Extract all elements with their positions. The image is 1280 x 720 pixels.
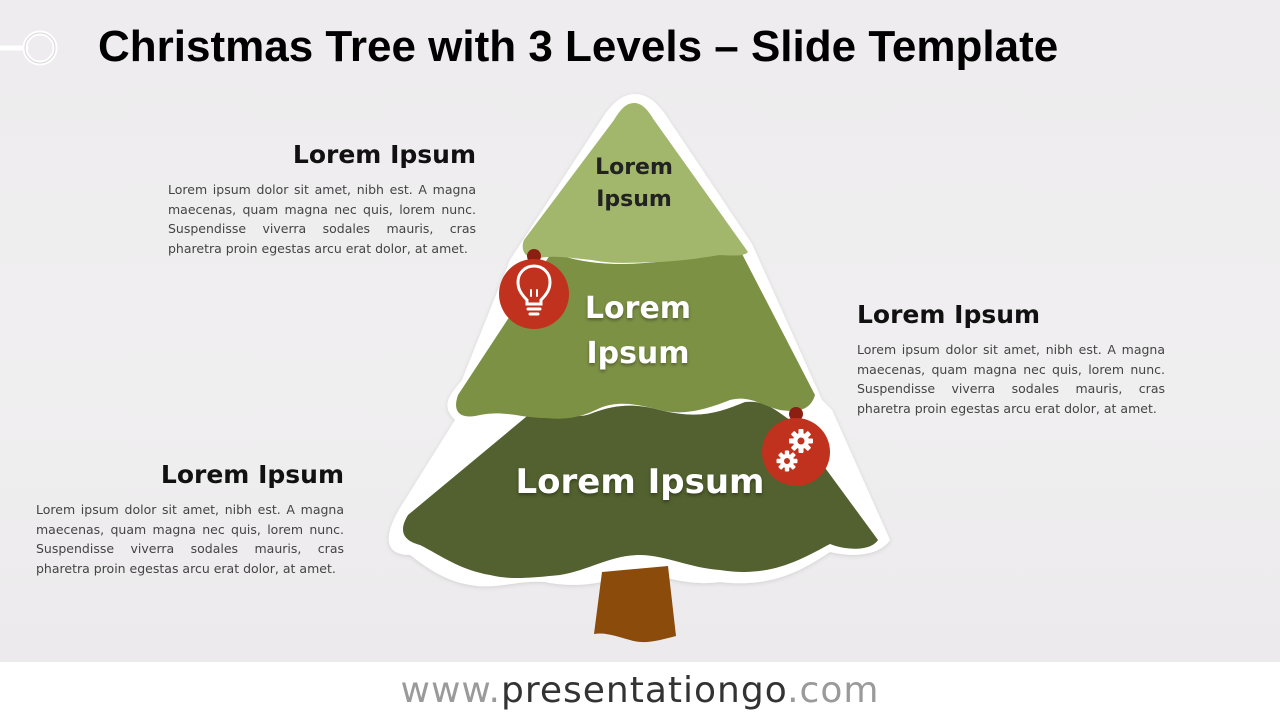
tree-trunk <box>594 566 676 643</box>
text-block-body: Lorem ipsum dolor sit amet, nibh est. A … <box>168 182 476 256</box>
footer-prefix: www. <box>400 670 501 711</box>
text-block-right: Lorem Ipsum Lorem ipsum dolor sit amet, … <box>857 300 1165 418</box>
tier-middle-label-line2: Ipsum <box>586 336 690 371</box>
tier-middle-label-line1: Lorem <box>584 291 692 326</box>
text-block-bottom-left: Lorem Ipsum Lorem ipsum dolor sit amet, … <box>36 460 344 578</box>
ornament-lightbulb <box>499 249 569 329</box>
footer-suffix: .com <box>787 670 880 711</box>
tier-top-label: Lorem Ipsum <box>564 152 704 216</box>
tree-tier-bottom <box>403 401 878 579</box>
text-block-top-left: Lorem Ipsum Lorem ipsum dolor sit amet, … <box>168 140 476 258</box>
tree-tier-top <box>522 103 748 263</box>
text-block-heading: Lorem Ipsum <box>160 460 344 489</box>
footer-website: www.presentationgo.com <box>0 662 1280 720</box>
ornament-gears <box>762 407 830 486</box>
text-block-body: Lorem ipsum dolor sit amet, nibh est. A … <box>36 502 344 576</box>
lightbulb-icon <box>516 264 552 316</box>
christmas-tree-diagram <box>388 94 890 643</box>
tier-top-label-line2: Ipsum <box>596 187 672 212</box>
gears-icon <box>776 429 813 472</box>
text-block-body: Lorem ipsum dolor sit amet, nibh est. A … <box>857 342 1165 416</box>
text-block-heading: Lorem Ipsum <box>857 300 1041 329</box>
tier-bottom-label: Lorem Ipsum <box>515 462 765 502</box>
text-block-heading: Lorem Ipsum <box>292 140 476 169</box>
slide-title: Christmas Tree with 3 Levels – Slide Tem… <box>98 22 1059 71</box>
tier-middle-label: Lorem Ipsum <box>548 286 728 376</box>
pin-icon <box>0 30 58 66</box>
tier-top-label-line1: Lorem <box>595 155 673 180</box>
footer-brand: presentationgo <box>501 670 788 711</box>
slide: Christmas Tree with 3 Levels – Slide Tem… <box>0 0 1280 662</box>
